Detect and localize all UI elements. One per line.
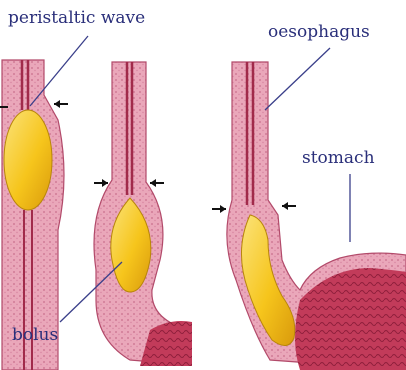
oesophagus-stage-3 [212, 62, 406, 370]
bolus-1 [4, 110, 52, 210]
arrow-icon [150, 179, 156, 187]
arrow-icon [54, 100, 60, 108]
label-bolus: bolus [12, 327, 58, 344]
oesophagus-stage-2 [94, 62, 192, 366]
label-peristaltic-wave: peristaltic wave [8, 10, 145, 27]
label-oesophagus: oesophagus [268, 24, 370, 41]
pointer-line-oesophagus [265, 48, 330, 110]
label-stomach: stomach [302, 150, 375, 167]
arrow-icon [102, 179, 108, 187]
oesophagus-stage-1 [2, 60, 64, 370]
arrow-icon [282, 202, 288, 210]
arrow-icon [220, 205, 226, 213]
